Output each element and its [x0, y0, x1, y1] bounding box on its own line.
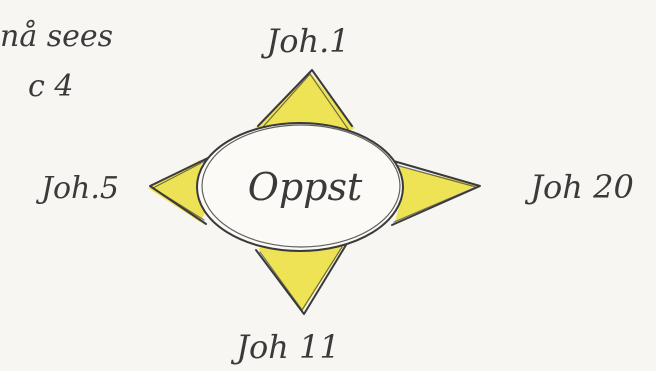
label-top: Joh.1: [260, 22, 349, 60]
note-line-2: c 4: [28, 69, 73, 104]
center-label: Oppst: [248, 165, 363, 209]
label-bottom: Joh 11: [230, 328, 340, 366]
highlight-bottom: [258, 244, 345, 312]
partial-note: nå sees c 4: [0, 19, 113, 104]
label-right: Joh 20: [524, 168, 634, 206]
note-line-1: nå sees: [0, 19, 113, 54]
label-left: Joh.5: [35, 171, 119, 206]
